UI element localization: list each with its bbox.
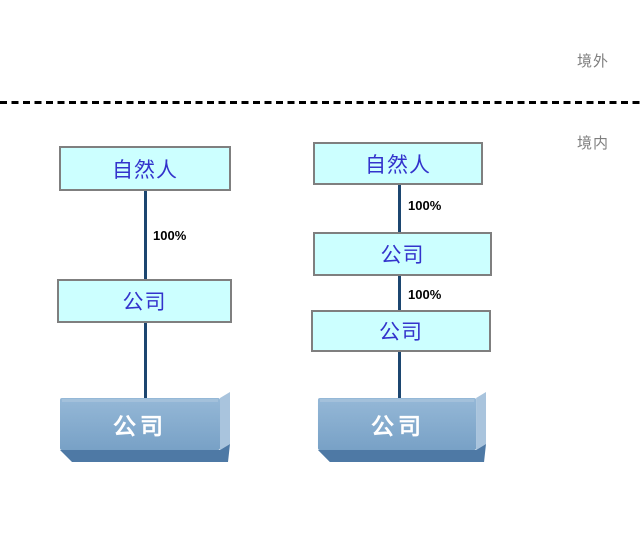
- left-bottom-company-3d-box: 公司: [58, 392, 231, 462]
- 3d-box-shape: [317, 392, 487, 462]
- right-ownership-percentage-label-1: 100%: [408, 198, 442, 213]
- left-company-box: 公司: [57, 279, 232, 323]
- left-natural-person-box: 自然人: [59, 146, 231, 191]
- right-connector-3: [398, 352, 401, 398]
- right-ownership-percentage-label-2: 100%: [408, 287, 442, 302]
- left-bottom-company-label: 公司: [113, 413, 167, 440]
- border-divider-line: [0, 101, 640, 104]
- right-natural-person-box: 自然人: [313, 142, 483, 185]
- right-connector-2: [398, 276, 401, 310]
- right-company-box-2: 公司: [311, 310, 491, 352]
- 3d-box-shape: [60, 392, 230, 462]
- onshore-region-label: 境内: [577, 134, 610, 152]
- offshore-region-label: 境外: [577, 52, 610, 70]
- right-company-box-1: 公司: [313, 232, 492, 276]
- left-connector-1: [144, 191, 147, 279]
- left-ownership-percentage-label: 100%: [153, 228, 187, 243]
- left-connector-2: [144, 323, 147, 398]
- right-bottom-company-3d-box: 公司: [316, 392, 487, 462]
- right-connector-1: [398, 185, 401, 232]
- right-bottom-company-label: 公司: [371, 413, 425, 440]
